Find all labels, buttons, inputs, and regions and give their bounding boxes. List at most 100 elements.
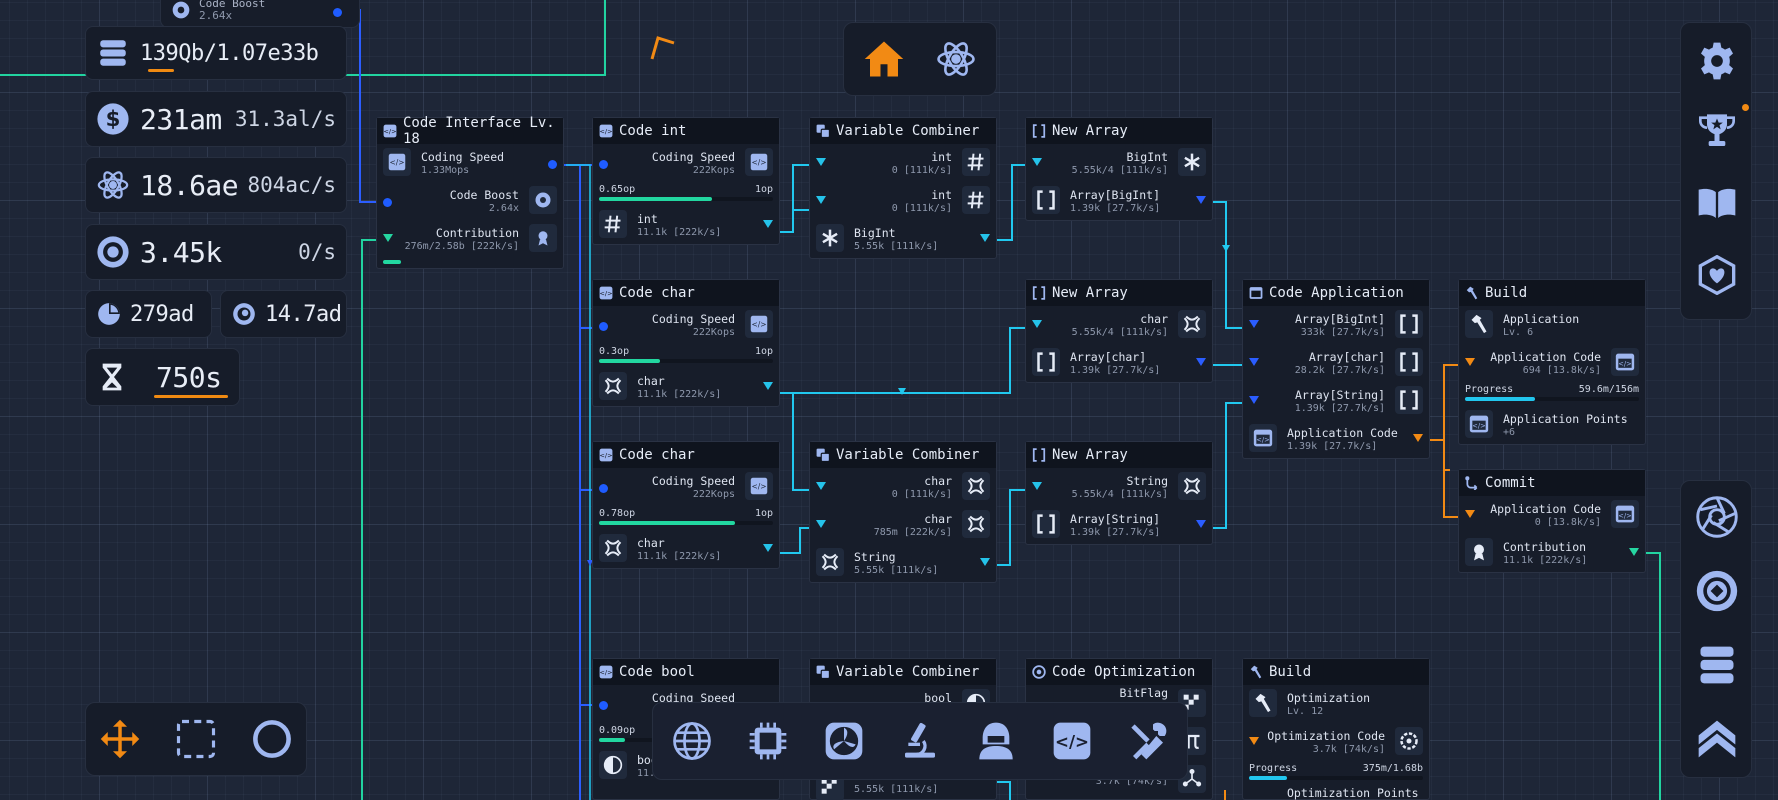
spiral-stat[interactable]: 14.7ad xyxy=(220,290,347,338)
progress-fill xyxy=(1465,397,1535,401)
code-icon: </> xyxy=(745,148,773,176)
input-label: Application Code xyxy=(1490,502,1601,516)
research-stat[interactable]: 18.6ae 804ac/s xyxy=(85,157,347,213)
aperture-icon[interactable] xyxy=(1695,495,1739,539)
output-value: 1.39k [27.7k/s] xyxy=(1287,441,1378,452)
level-label: Optimization xyxy=(1287,691,1371,705)
money-stat[interactable]: $ 231am 31.3al/s xyxy=(85,91,347,147)
atom-icon[interactable] xyxy=(935,38,977,80)
notification-dot xyxy=(1742,104,1749,111)
node-title: Code char xyxy=(619,447,695,463)
svg-text:</>: </> xyxy=(600,668,613,676)
research-rate: 804ac/s xyxy=(247,173,336,197)
node-title: Variable Combiner xyxy=(836,447,980,463)
svg-text:</>: </> xyxy=(600,127,613,135)
select-box-icon[interactable] xyxy=(175,718,217,760)
svg-text:</>: </> xyxy=(1055,733,1089,752)
hacker-icon[interactable] xyxy=(976,721,1016,761)
commit-icon xyxy=(1465,476,1479,490)
book-icon[interactable] xyxy=(1697,183,1737,223)
progress-right: 375m/1.68b xyxy=(1362,763,1423,774)
input-value: 694 [13.8k/s] xyxy=(1522,365,1601,376)
home-icon[interactable] xyxy=(863,38,905,80)
trophy-icon[interactable] xyxy=(1697,111,1737,151)
input-1-label: int xyxy=(931,150,952,164)
input-label: Optimization Code xyxy=(1267,729,1385,743)
timer-stat[interactable]: 750s xyxy=(85,348,240,406)
hourglass-icon xyxy=(96,360,128,394)
tokens-stat[interactable]: 3.45k 0/s xyxy=(85,224,347,280)
right-toolbar-bottom xyxy=(1680,480,1752,778)
partial-label: Code Boost xyxy=(199,0,266,10)
progress-right: 1op xyxy=(754,184,773,195)
input-label: BigInt xyxy=(1126,150,1168,164)
coin-icon[interactable] xyxy=(1695,569,1739,613)
cpu-icon[interactable] xyxy=(748,721,788,761)
node-code-application[interactable]: Code Application Array[BigInt]333k [27.7… xyxy=(1242,279,1430,459)
database-icon[interactable] xyxy=(1695,643,1739,687)
asterisk-icon xyxy=(816,224,844,252)
brackets-icon xyxy=(1395,386,1423,414)
output-value: 1.39k [27.7k/s] xyxy=(1070,527,1161,538)
globe-icon[interactable] xyxy=(672,721,712,761)
svg-text:</>: </> xyxy=(751,482,766,491)
code-icon[interactable]: </> xyxy=(1052,721,1092,761)
char-icon xyxy=(1178,310,1206,338)
circle-tool-icon[interactable] xyxy=(251,718,293,760)
input-2-value: 785m [222k/s] xyxy=(873,527,952,538)
output-value: 11.1k [222k/s] xyxy=(637,227,722,238)
partial-sub: 2.64x xyxy=(199,9,233,22)
level-value: Lv. 12 xyxy=(1287,706,1324,717)
database-icon xyxy=(96,36,130,70)
input-value: 5.55k/4 [111k/s] xyxy=(1071,327,1168,338)
input-1-value: 0 [111k/s] xyxy=(891,489,952,500)
coding-speed-label: Coding Speed xyxy=(651,691,735,705)
output-value: +6 xyxy=(1503,427,1516,438)
gear-icon[interactable] xyxy=(1697,41,1737,81)
char-icon xyxy=(962,472,990,500)
dollar-coin-icon: $ xyxy=(96,102,130,136)
node-title: Code int xyxy=(619,123,687,139)
progress-left: 0.65op xyxy=(599,184,636,195)
svg-text:</>: </> xyxy=(389,158,404,167)
tools-icon[interactable] xyxy=(1128,721,1168,761)
hammer-icon xyxy=(1249,665,1263,679)
svg-text:</>: </> xyxy=(1472,422,1485,430)
aperture-icon xyxy=(529,186,557,214)
node-title: Build xyxy=(1485,285,1528,301)
node-code-interface[interactable]: </>Code Interface Lv. 18 </>Coding Speed… xyxy=(376,115,564,269)
app-window-icon: </> xyxy=(1611,348,1639,376)
input-2-label: Array[char] xyxy=(1308,350,1385,364)
progress-right: 1op xyxy=(754,508,773,519)
node-title: New Array xyxy=(1052,285,1128,301)
move-icon[interactable] xyxy=(99,718,141,760)
fan-icon[interactable] xyxy=(824,721,864,761)
code-boost-value: 2.64x xyxy=(488,203,519,214)
data-stat[interactable]: 139Qb/1.07e33b xyxy=(85,26,347,80)
coding-speed-label: Coding Speed xyxy=(651,474,735,488)
microscope-icon[interactable] xyxy=(900,721,940,761)
output-value: 5.55k [111k/s] xyxy=(854,565,939,576)
code-icon: </> xyxy=(383,124,397,138)
output-value: 11.1k [222k/s] xyxy=(1503,555,1588,566)
output-label: int xyxy=(637,212,658,226)
coding-speed-label: Coding Speed xyxy=(651,150,735,164)
code-boost-label: Code Boost xyxy=(449,188,519,202)
hash-icon xyxy=(599,210,627,238)
input-value: 5.55k/4 [111k/s] xyxy=(1071,165,1168,176)
node-title: Code Application xyxy=(1269,285,1404,301)
shield-heart-icon[interactable] xyxy=(1697,255,1737,295)
chevrons-up-icon[interactable] xyxy=(1695,717,1739,761)
pie-stat[interactable]: 279ad xyxy=(85,290,212,338)
